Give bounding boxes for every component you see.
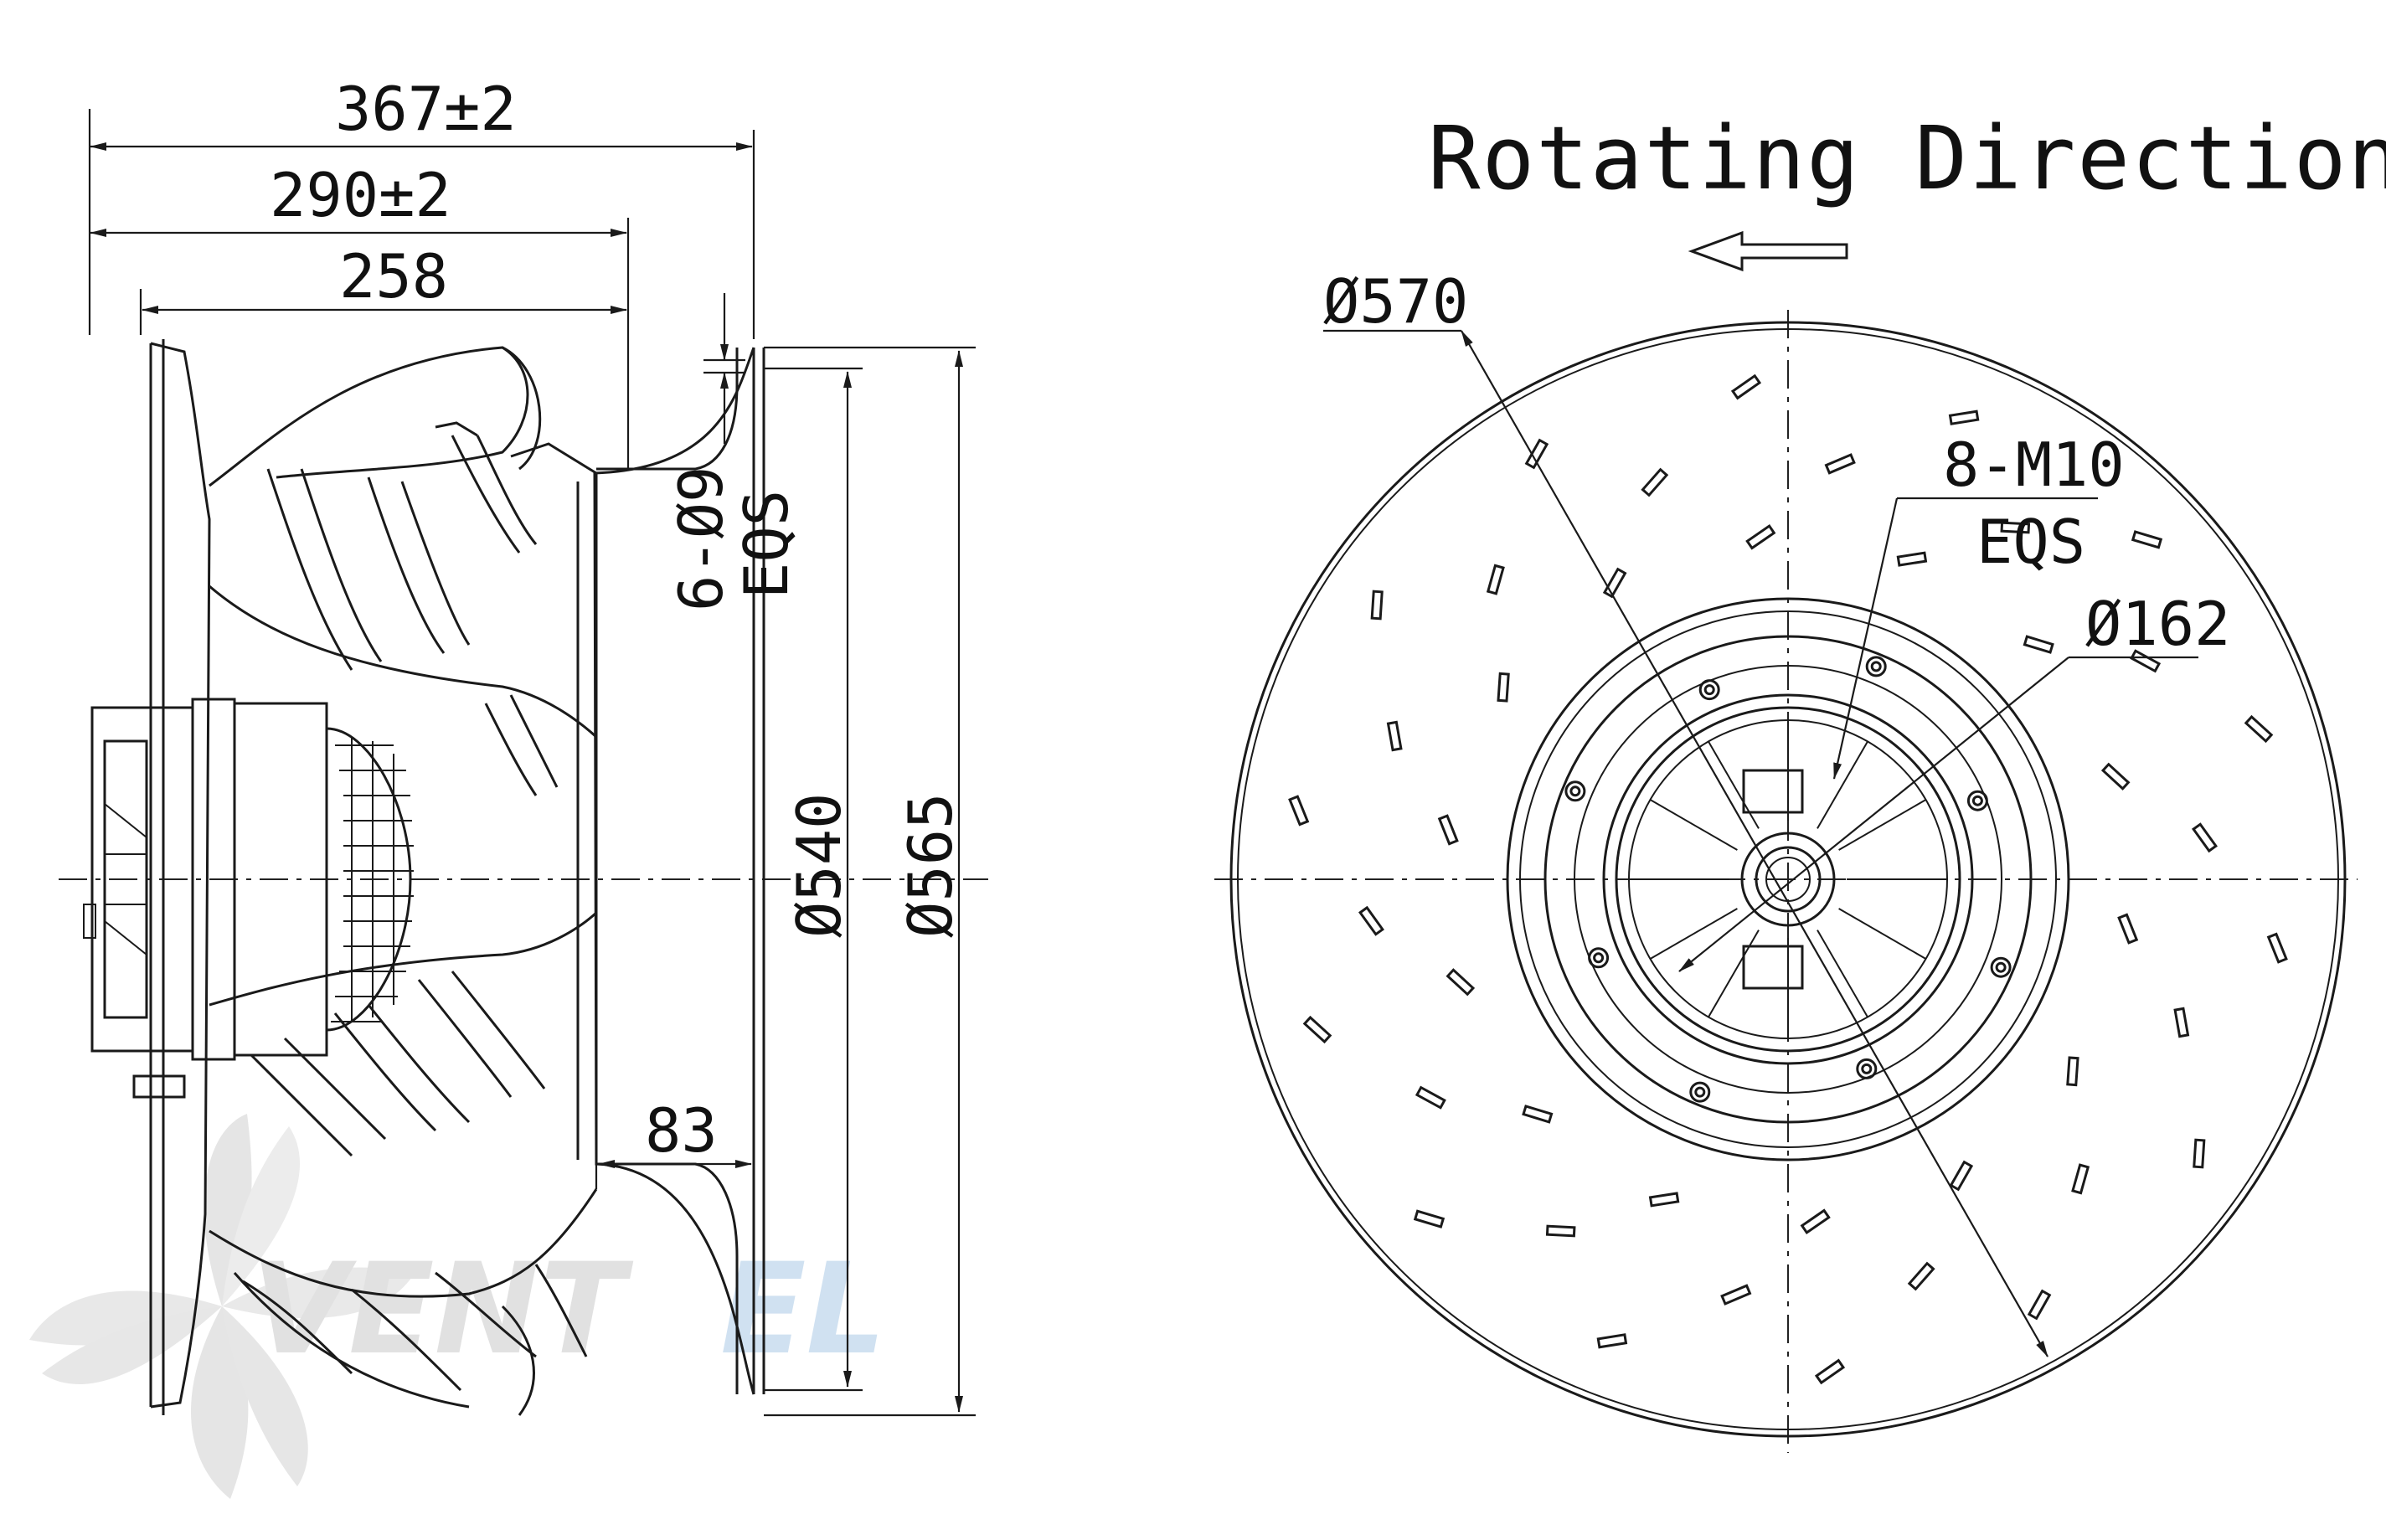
front-view: Rotating Direction Ø570	[1214, 107, 2386, 1453]
bolt-hole	[1856, 1058, 1878, 1079]
blade-slot	[2193, 1138, 2206, 1169]
holes-label: 6-Ø9	[666, 466, 736, 611]
bolt-hole	[1564, 780, 1586, 802]
mounting-flange	[596, 348, 739, 471]
dim-flange-offset: 83	[645, 1095, 718, 1166]
blade-slot	[1730, 373, 1762, 400]
blade-slot	[1522, 1105, 1554, 1124]
bolt-hole	[1971, 795, 1983, 806]
blade-slot	[1896, 551, 1928, 567]
watermark-text-blue: EL	[720, 1237, 886, 1383]
blade-slot	[1800, 1208, 1831, 1234]
bolt-hole	[1698, 679, 1720, 701]
bolt-hole	[1703, 684, 1715, 696]
blade-slot	[1602, 567, 1627, 599]
blade-slot	[2027, 1289, 2052, 1321]
holes-spacing-label: EQS	[731, 490, 801, 599]
bolts-label: 8-M10	[1943, 430, 2125, 500]
blade-slot	[1497, 672, 1510, 703]
blade-slot	[2071, 1163, 2090, 1195]
blade-slot	[2066, 1056, 2079, 1087]
dim-body-length: 258	[339, 241, 448, 312]
blade-slot	[1596, 1333, 1628, 1349]
side-view: 367±2 290±2 258 6-Ø9 EQS 83 Ø540	[59, 74, 988, 1417]
blade-slot	[1948, 409, 1980, 425]
blade-slot	[1720, 1284, 1752, 1306]
bolt-hole	[1966, 790, 1988, 811]
blade-slot	[2266, 932, 2288, 964]
blade-slot	[1413, 1209, 1446, 1228]
label-plate-bottom	[1742, 945, 1804, 990]
bolt-hole	[1588, 947, 1610, 969]
watermark-text-grey: VENT	[251, 1237, 634, 1383]
rotating-direction-title: Rotating Direction	[1428, 107, 2386, 209]
blade-slot	[2117, 913, 2139, 945]
bolt-hole	[1694, 1086, 1706, 1098]
blade-slot	[1386, 720, 1403, 752]
impeller-blades	[209, 421, 598, 1392]
blade-slot	[2192, 822, 2218, 853]
bolt-hole	[1861, 1063, 1873, 1074]
blade-slot	[1907, 1261, 1935, 1291]
blade-slot	[1641, 467, 1669, 497]
blade-slot	[1648, 1192, 1680, 1208]
bolt-hole	[1990, 956, 2012, 978]
dim-diameter-outer: Ø565	[895, 793, 966, 938]
motor	[83, 698, 414, 1114]
bolt-hole	[1593, 952, 1605, 964]
dim-inlet-ring-length: 290±2	[270, 160, 451, 230]
blade-slot	[1446, 968, 1476, 997]
side-dimensions: 367±2 290±2 258 6-Ø9 EQS 83 Ø540	[88, 74, 976, 1417]
dim-impeller-diameter: Ø570	[1323, 266, 1468, 337]
blade-slot	[1745, 524, 1776, 550]
blade-slot	[1370, 590, 1384, 621]
dim-bolt-circle: Ø162	[2085, 589, 2230, 659]
blade-slot	[1486, 564, 1505, 595]
blade-slot	[1415, 1085, 1446, 1110]
hub-rib	[1817, 930, 1868, 1018]
blade-slot	[1949, 1160, 1974, 1192]
fan-blade-watermark-icon	[29, 1114, 415, 1499]
watermark: VENT EL	[29, 1114, 886, 1499]
blade-slot	[1437, 814, 1459, 846]
hub-rib	[1649, 908, 1738, 960]
impeller-outer-circle	[1229, 321, 2347, 1438]
direction-arrow-icon	[1688, 230, 1848, 272]
blade-slot	[2173, 1007, 2190, 1038]
hub-rib	[1708, 930, 1760, 1018]
blade-slot	[1302, 1015, 1332, 1044]
blade-slot	[2131, 530, 2163, 549]
label-plate-top	[1742, 769, 1804, 814]
blade-slot	[1358, 905, 1384, 936]
hub-rib	[1708, 740, 1760, 829]
hub-rib	[1817, 740, 1868, 829]
hub-rib	[1838, 908, 1927, 960]
hub-rib	[1649, 799, 1738, 851]
blade-slot	[1814, 1358, 1846, 1385]
bolt-hole	[1995, 961, 2007, 973]
bolt-hole	[1569, 785, 1581, 797]
bolts-spacing-label: EQS	[1976, 507, 2085, 577]
bolt-hole	[1689, 1081, 1711, 1103]
blade-slot	[1288, 795, 1310, 827]
blade-slot	[1545, 1224, 1576, 1238]
dim-diameter-inner: Ø540	[784, 793, 854, 938]
blade-slot	[2023, 635, 2054, 654]
blade-slot	[1824, 453, 1856, 475]
blade-slot	[2244, 714, 2274, 744]
blade-slot	[2100, 762, 2131, 791]
bolt-hole	[1865, 656, 1887, 677]
dim-overall-length: 367±2	[335, 74, 517, 144]
bolt-hole	[1870, 661, 1882, 672]
